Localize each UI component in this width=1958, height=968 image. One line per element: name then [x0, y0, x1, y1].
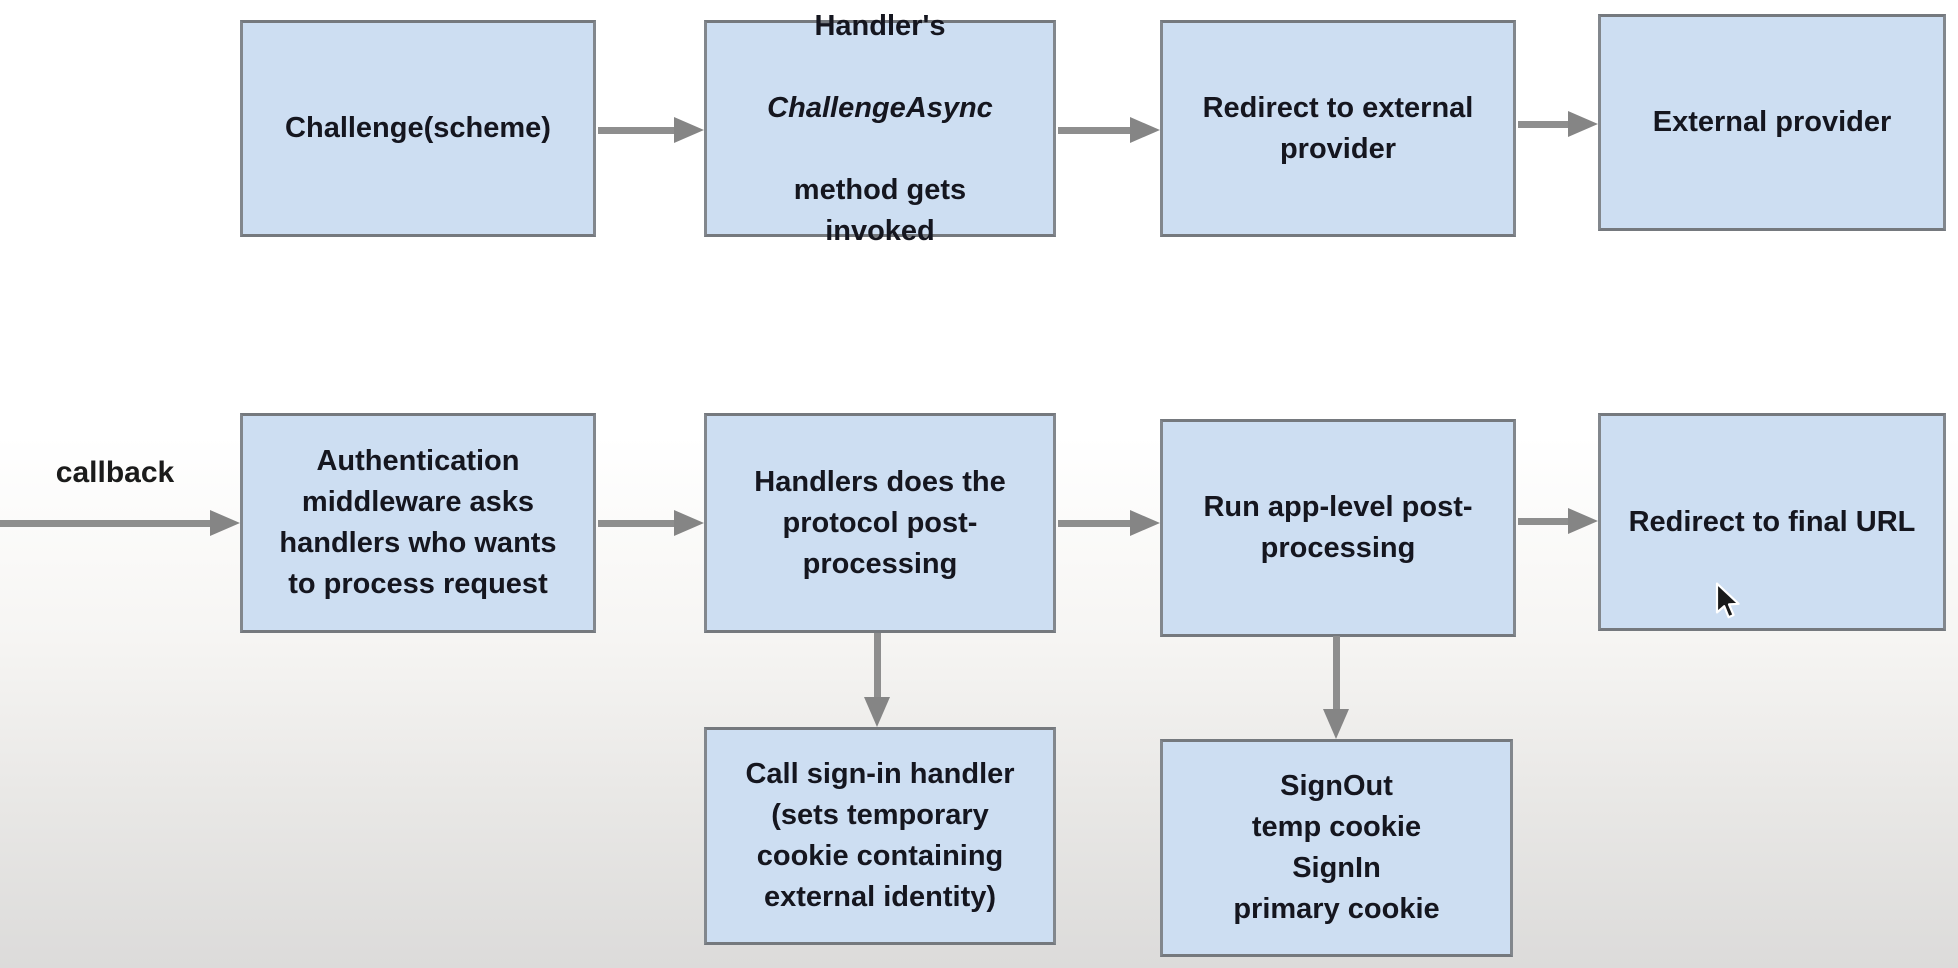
node-label: Handlers does the protocol post- process…	[754, 465, 1006, 580]
arrow-shaft	[1518, 518, 1568, 525]
node-call-signin-handler: Call sign-in handler (sets temporary coo…	[704, 727, 1056, 945]
node-label: Challenge(scheme)	[285, 112, 551, 144]
node-label: SignOut temp cookie SignIn primary cooki…	[1233, 770, 1440, 925]
arrow-head-right-icon	[210, 510, 240, 536]
arrow-shaft	[1333, 636, 1340, 710]
node-external-provider: External provider	[1598, 14, 1946, 231]
arrow-shaft	[874, 633, 881, 698]
arrow-head-right-icon	[674, 117, 704, 143]
node-label: Authentication middleware asks handlers …	[279, 445, 557, 600]
node-label-line: Handler's	[814, 9, 946, 42]
arrow-shaft	[1058, 520, 1130, 527]
arrow-shaft	[598, 520, 674, 527]
edge-label-callback: callback	[55, 456, 175, 489]
arrow-head-down-icon	[1323, 709, 1349, 739]
arrow-head-right-icon	[1130, 510, 1160, 536]
arrow-head-right-icon	[674, 510, 704, 536]
arrow-shaft	[1058, 127, 1130, 134]
arrow-head-right-icon	[1130, 117, 1160, 143]
node-label-line: method gets invoked	[793, 173, 967, 247]
node-redirect-to-external-provider: Redirect to external provider	[1160, 20, 1516, 237]
node-app-level-post-processing: Run app-level post- processing	[1160, 419, 1516, 637]
node-handler-challengeasync: Handler's ChallengeAsync method gets inv…	[704, 10, 1056, 247]
node-label: Call sign-in handler (sets temporary coo…	[745, 758, 1015, 913]
node-challenge-scheme: Challenge(scheme)	[240, 20, 596, 237]
node-signout-signin-cookies: SignOut temp cookie SignIn primary cooki…	[1160, 739, 1513, 957]
node-authentication-middleware: Authentication middleware asks handlers …	[240, 413, 596, 633]
arrow-head-right-icon	[1568, 111, 1598, 137]
arrow-shaft	[0, 520, 212, 527]
node-label-italic-word: ChallengeAsync	[767, 91, 993, 124]
node-label: Handler's ChallengeAsync method gets inv…	[767, 0, 993, 293]
node-redirect-to-final-url: Redirect to final URL	[1598, 413, 1946, 631]
mouse-cursor-icon	[1714, 582, 1742, 627]
arrow-head-down-icon	[864, 697, 890, 727]
arrow-shaft	[598, 127, 674, 134]
arrow-shaft	[1518, 121, 1568, 128]
node-label: Redirect to external provider	[1202, 91, 1474, 165]
node-protocol-post-processing: Handlers does the protocol post- process…	[704, 413, 1056, 633]
node-label: External provider	[1652, 106, 1892, 138]
node-label: Run app-level post- processing	[1203, 491, 1473, 564]
arrow-head-right-icon	[1568, 508, 1598, 534]
node-label: Redirect to final URL	[1628, 505, 1916, 538]
